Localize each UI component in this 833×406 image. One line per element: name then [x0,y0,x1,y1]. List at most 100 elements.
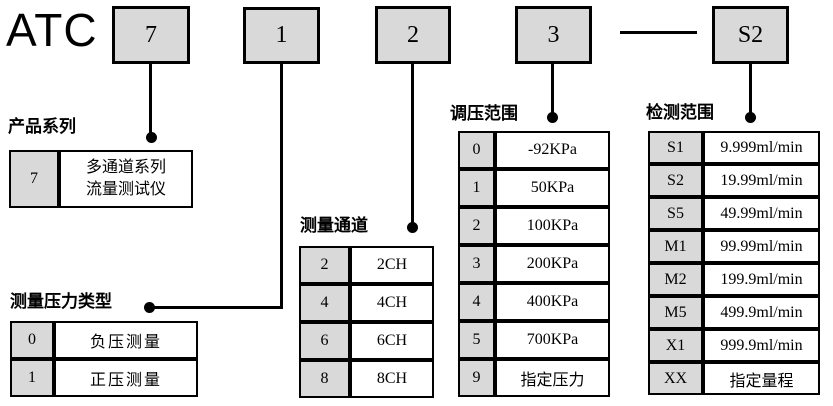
table-row: 4 400KPa [458,283,610,321]
table-row: 9 指定压力 [458,359,610,397]
section-title-detect-range: 检测范围 [646,103,714,122]
table-row: 1 50KPa [458,169,610,207]
connector-line-pressure-type-v [280,62,283,309]
table-row: X1 999.9ml/min [648,329,820,362]
desc-cell: 指定压力 [495,359,610,397]
connector-line-channels [411,62,414,228]
table-channels: 2 2CH 4 4CH 6 6CH 8 8CH [299,246,434,398]
code-cell: M5 [648,296,703,329]
desc-cell: 负压测量 [54,321,198,359]
table-row: 0 -92KPa [458,131,610,169]
code-box-series-value: 7 [145,21,157,48]
desc-cell: 19.99ml/min [703,164,820,197]
table-row: 0 负压测量 [10,321,198,359]
connector-dot-pressure-range [547,112,558,123]
model-prefix: ATC [6,4,98,56]
table-detect-range: S1 9.999ml/min S2 19.99ml/min S5 49.99ml… [648,131,820,395]
code-box-channels: 2 [375,6,451,64]
desc-cell: -92KPa [495,131,610,169]
table-row: M5 499.9ml/min [648,296,820,329]
table-row: XX 指定量程 [648,362,820,395]
table-row: S2 19.99ml/min [648,164,820,197]
code-box-channels-value: 2 [407,21,419,48]
code-cell: S1 [648,131,703,164]
code-box-detect-range: S2 [712,6,789,64]
table-row: 6 6CH [299,322,434,360]
code-box-pressure-range-value: 3 [547,21,560,48]
desc-cell: 99.99ml/min [703,230,820,263]
code-cell: 1 [10,359,54,397]
desc-cell: 9.999ml/min [703,131,820,164]
desc-cell: 199.9ml/min [703,263,820,296]
code-cell: 0 [10,321,54,359]
section-title-series: 产品系列 [8,117,76,136]
code-cell: 0 [458,131,495,169]
table-row: 7 多通道系列 流量测试仪 [9,150,193,208]
connector-dot-channels [407,222,418,233]
connector-line-detect-range [749,62,752,118]
code-cell: 9 [458,359,495,397]
table-pressure-type: 0 负压测量 1 正压测量 [10,321,198,397]
table-row: S5 49.99ml/min [648,197,820,230]
desc-line-2: 流量测试仪 [85,181,166,198]
connector-line-series [149,62,152,138]
code-cell: 2 [299,246,350,284]
table-series: 7 多通道系列 流量测试仪 [9,150,193,208]
code-box-pressure-type: 1 [243,7,320,64]
code-cell: 5 [458,321,495,359]
desc-cell: 指定量程 [703,362,820,395]
connector-line-pressure-type-h [152,306,283,309]
section-title-pressure-type: 测量压力类型 [10,292,112,311]
desc-cell: 200KPa [495,245,610,283]
section-title-pressure-range: 调压范围 [450,104,518,123]
desc-cell: 50KPa [495,169,610,207]
code-box-detect-range-value: S2 [737,21,764,48]
desc-cell: 2CH [350,246,434,284]
code-cell: 6 [299,322,350,360]
table-pressure-range: 0 -92KPa 1 50KPa 2 100KPa 3 200KPa 4 400… [458,131,610,397]
code-cell: 8 [299,360,350,398]
table-row: S1 9.999ml/min [648,131,820,164]
desc-cell: 8CH [350,360,434,398]
desc-cell: 499.9ml/min [703,296,820,329]
table-row: 3 200KPa [458,245,610,283]
code-cell: S5 [648,197,703,230]
code-cell: 4 [299,284,350,322]
desc-line-1: 多通道系列 [85,159,166,176]
code-cell: X1 [648,329,703,362]
connector-dot-pressure-type [144,302,155,313]
connector-dot-detect-range [745,112,756,123]
desc-cell: 多通道系列 流量测试仪 [59,150,193,208]
code-cell: S2 [648,164,703,197]
desc-cell: 4CH [350,284,434,322]
code-box-series: 7 [112,6,190,64]
table-row: 2 2CH [299,246,434,284]
code-cell: 1 [458,169,495,207]
section-title-channels: 测量通道 [300,216,368,235]
code-cell: 7 [9,150,59,208]
code-cell: M2 [648,263,703,296]
desc-cell: 6CH [350,322,434,360]
desc-cell: 400KPa [495,283,610,321]
connector-line-pressure-range [551,62,554,118]
table-row: 8 8CH [299,360,434,398]
code-cell: 4 [458,283,495,321]
desc-cell: 49.99ml/min [703,197,820,230]
code-cell: 2 [458,207,495,245]
table-row: M1 99.99ml/min [648,230,820,263]
table-row: 1 正压测量 [10,359,198,397]
code-box-pressure-type-value: 1 [275,22,288,48]
table-row: M2 199.9ml/min [648,263,820,296]
table-row: 4 4CH [299,284,434,322]
code-cell: 3 [458,245,495,283]
table-row: 5 700KPa [458,321,610,359]
desc-cell: 正压测量 [54,359,198,397]
connector-dot-series [146,132,157,143]
code-cell: XX [648,362,703,395]
separator-dash [620,31,697,34]
code-cell: M1 [648,230,703,263]
table-row: 2 100KPa [458,207,610,245]
desc-cell: 100KPa [495,207,610,245]
desc-cell: 999.9ml/min [703,329,820,362]
